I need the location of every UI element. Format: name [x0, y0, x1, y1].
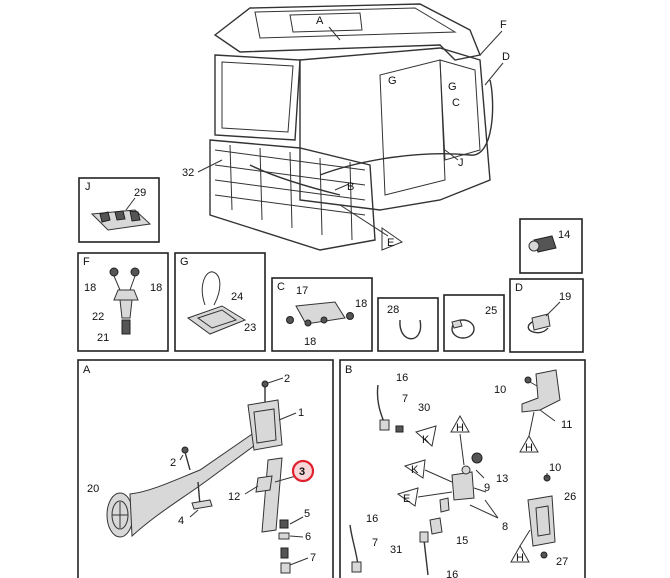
panel-B-label-H3: H: [516, 552, 524, 564]
truck-cab-illustration: A F D G C J B E 32 G: [182, 3, 510, 251]
panel-A-label-12: 12: [228, 491, 240, 503]
panel-B-label-13: 13: [496, 473, 508, 485]
panel-D-title: D: [515, 282, 523, 294]
panel-C: C 17 18 18: [271, 277, 373, 352]
panel-B-label-7b: 7: [372, 537, 378, 549]
panel-25: 25: [443, 294, 505, 352]
cab-callout-D: D: [502, 51, 510, 63]
panel-B-label-31: 31: [390, 544, 402, 556]
panel-J-label-29: 29: [134, 187, 146, 199]
panel-B-label-30: 30: [418, 402, 430, 414]
panel-F: F 18 18 22 21: [77, 252, 169, 352]
panel-B-label-8: 8: [502, 521, 508, 533]
panel-A-label-6: 6: [305, 531, 311, 543]
panel-28: 28: [377, 297, 439, 352]
panel-D: D 19: [509, 278, 584, 353]
panel-D-label-19: 19: [559, 291, 571, 303]
panel-B-label-27: 27: [556, 556, 568, 568]
panel-28-label: 28: [387, 304, 399, 316]
panel-F-label-18a: 18: [84, 282, 96, 294]
panel-G: G 24 23: [174, 252, 266, 352]
panel-B-label-K2: K: [411, 464, 419, 476]
panel-14-label: 14: [558, 229, 570, 241]
panel-B-label-H1: H: [456, 422, 464, 434]
panel-A-label-2b: 2: [170, 457, 176, 469]
panel-B-label-11: 11: [561, 419, 572, 431]
panel-A-label-4: 4: [178, 515, 184, 527]
cab-callout-A: A: [316, 15, 324, 27]
panel-B-title: B: [345, 364, 352, 376]
panel-A-label-5: 5: [304, 508, 310, 520]
panel-B-label-16b: 16: [366, 513, 378, 525]
panel-A-label-2a: 2: [284, 373, 290, 385]
panel-G-label-23: 23: [244, 322, 256, 334]
panel-C-label-17: 17: [296, 285, 308, 297]
panel-B-label-10b: 10: [549, 462, 561, 474]
panel-B-label-26: 26: [564, 491, 576, 503]
svg-text:G: G: [388, 75, 397, 87]
highlight-callout-3: 3: [299, 466, 305, 478]
panel-A-label-20: 20: [87, 483, 99, 495]
panel-B-label-16a: 16: [396, 372, 408, 384]
cab-callout-C: C: [452, 97, 460, 109]
cab-callout-E: E: [387, 237, 394, 249]
panel-A-label-7: 7: [310, 552, 316, 564]
cab-callout-32: 32: [182, 167, 194, 179]
cab-callout-F: F: [500, 19, 507, 31]
panel-B-label-E: E: [403, 493, 410, 505]
panel-B-label-K1: K: [422, 434, 430, 446]
panel-B-label-10a: 10: [494, 384, 506, 396]
panel-A-title: A: [83, 364, 91, 376]
panel-F-title: F: [83, 256, 90, 268]
panel-F-label-22: 22: [92, 311, 104, 323]
panel-G-title: G: [180, 256, 189, 268]
panel-A-label-1: 1: [298, 407, 304, 419]
cab-callout-G: G: [448, 81, 457, 93]
panel-J-title: J: [85, 181, 91, 193]
panel-F-label-18b: 18: [150, 282, 162, 294]
panel-F-label-21: 21: [97, 332, 109, 344]
panel-B-label-9: 9: [484, 482, 490, 494]
panel-G-label-24: 24: [231, 291, 243, 303]
panel-C-label-18a: 18: [355, 298, 367, 310]
cab-callout-J: J: [458, 157, 464, 169]
panel-C-title: C: [277, 281, 285, 293]
highlight-callout-ring: [291, 459, 315, 483]
panel-C-label-18b: 18: [304, 336, 316, 348]
panel-25-label: 25: [485, 305, 497, 317]
panel-B-label-7a: 7: [402, 393, 408, 405]
cab-callout-B: B: [347, 181, 354, 193]
panel-B-label-16c: 16: [446, 569, 458, 578]
panel-B-label-15: 15: [456, 535, 468, 547]
panel-14: 14: [519, 218, 583, 274]
panel-B: B: [339, 359, 586, 578]
panel-B-label-H2: H: [525, 442, 533, 454]
panel-A: A 2 1 2: [77, 359, 334, 578]
panel-J: J 29: [78, 177, 160, 243]
